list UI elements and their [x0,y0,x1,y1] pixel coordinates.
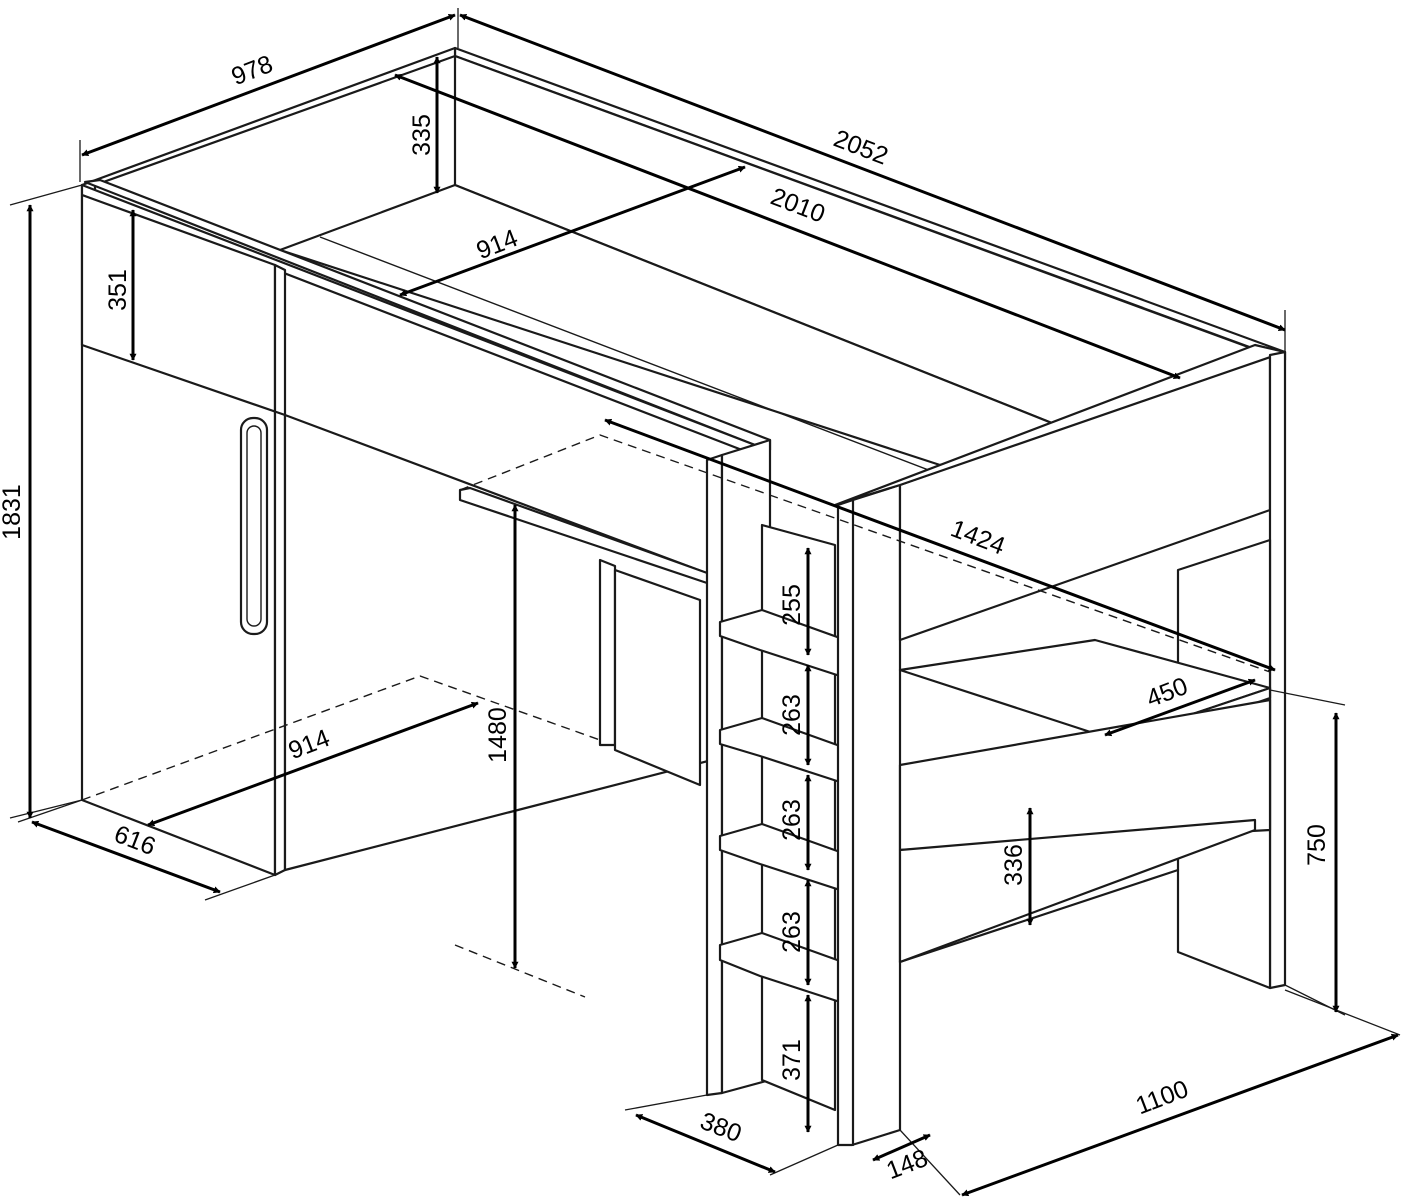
dim-line-978 [81,13,456,157]
desk-leg-panel [598,558,617,747]
wardrobe-side-panel [273,263,287,877]
extension-lines [9,8,1401,1196]
dim-line-914-top [399,165,746,297]
dim-line-380 [635,1113,776,1174]
front-right-post [836,483,902,1147]
label-1831: 1831 [0,484,26,540]
label-263-b: 263 [778,799,806,841]
dimension-lines [26,13,1399,1197]
dim-line-616 [31,820,221,894]
dim-line-914-bottom [147,701,479,827]
dim-line-148 [872,1133,931,1162]
label-351: 351 [104,269,132,311]
ladder-left-rail [705,453,724,1097]
drawer-bottom [898,818,1257,964]
label-148: 148 [883,1144,932,1185]
label-371: 371 [778,1039,806,1081]
wardrobe-handle [239,416,269,636]
dim-line-1100 [961,1033,1399,1197]
bed-frame [80,46,1287,1147]
label-263-a: 263 [778,694,806,736]
label-750: 750 [1303,824,1331,866]
label-1480: 1480 [484,707,512,763]
label-255: 255 [778,584,806,626]
dim-line-1424 [604,418,1276,672]
label-263-c: 263 [778,911,806,953]
label-2052: 2052 [830,124,892,170]
desk-back-support [613,568,702,787]
label-335: 335 [408,114,436,156]
dim-line-2010 [394,73,1181,380]
label-336: 336 [1000,844,1028,886]
dim-line-450 [1104,678,1256,737]
